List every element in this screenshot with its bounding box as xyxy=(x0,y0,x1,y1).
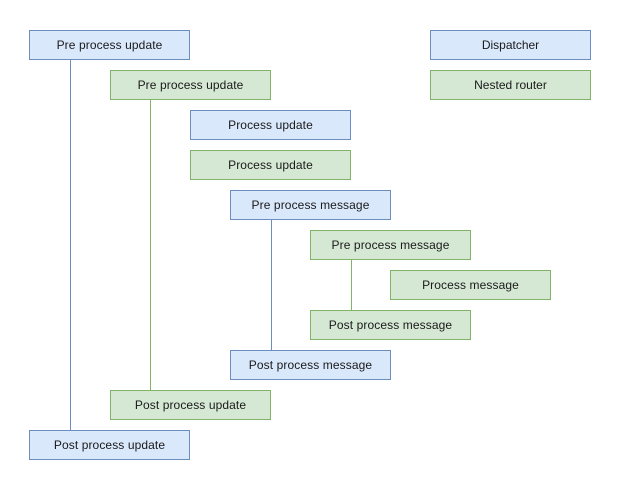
node-label: Pre process message xyxy=(331,238,450,252)
node-label: Pre process update xyxy=(137,78,244,92)
node-label: Process update xyxy=(228,158,313,172)
node-process-message-nested-router[interactable]: Process message xyxy=(390,270,551,300)
node-post-process-message-nested-router[interactable]: Post process message xyxy=(310,310,471,340)
connector-pre-message-to-post-message xyxy=(271,220,272,350)
node-label: Process update xyxy=(228,118,313,132)
node-post-process-update-dispatcher[interactable]: Post process update xyxy=(29,430,190,460)
node-label: Process message xyxy=(422,278,519,292)
legend-item-nested-router[interactable]: Nested router xyxy=(430,70,591,100)
node-label: Pre process message xyxy=(251,198,370,212)
legend-item-dispatcher[interactable]: Dispatcher xyxy=(430,30,591,60)
connector-pre-update-to-post-update xyxy=(70,60,71,430)
connector-pre-message-to-post-message-2 xyxy=(351,260,352,310)
node-label: Post process update xyxy=(134,398,247,412)
node-process-update-nested-router[interactable]: Process update xyxy=(190,150,351,180)
node-post-process-message-dispatcher[interactable]: Post process message xyxy=(230,350,391,380)
node-pre-process-message-dispatcher[interactable]: Pre process message xyxy=(230,190,391,220)
node-pre-process-message-nested-router[interactable]: Pre process message xyxy=(310,230,471,260)
node-post-process-update-nested-router[interactable]: Post process update xyxy=(110,390,271,420)
node-process-update-dispatcher[interactable]: Process update xyxy=(190,110,351,140)
connector-pre-update-to-post-update-2 xyxy=(150,100,151,390)
node-label: Post process update xyxy=(53,438,166,452)
node-label: Post process message xyxy=(248,358,373,372)
node-pre-process-update-dispatcher[interactable]: Pre process update xyxy=(29,30,190,60)
legend-item-label: Dispatcher xyxy=(481,38,540,52)
legend-item-label: Nested router xyxy=(474,78,547,92)
node-label: Post process message xyxy=(328,318,453,332)
node-pre-process-update-nested-router[interactable]: Pre process update xyxy=(110,70,271,100)
node-label: Pre process update xyxy=(56,38,163,52)
